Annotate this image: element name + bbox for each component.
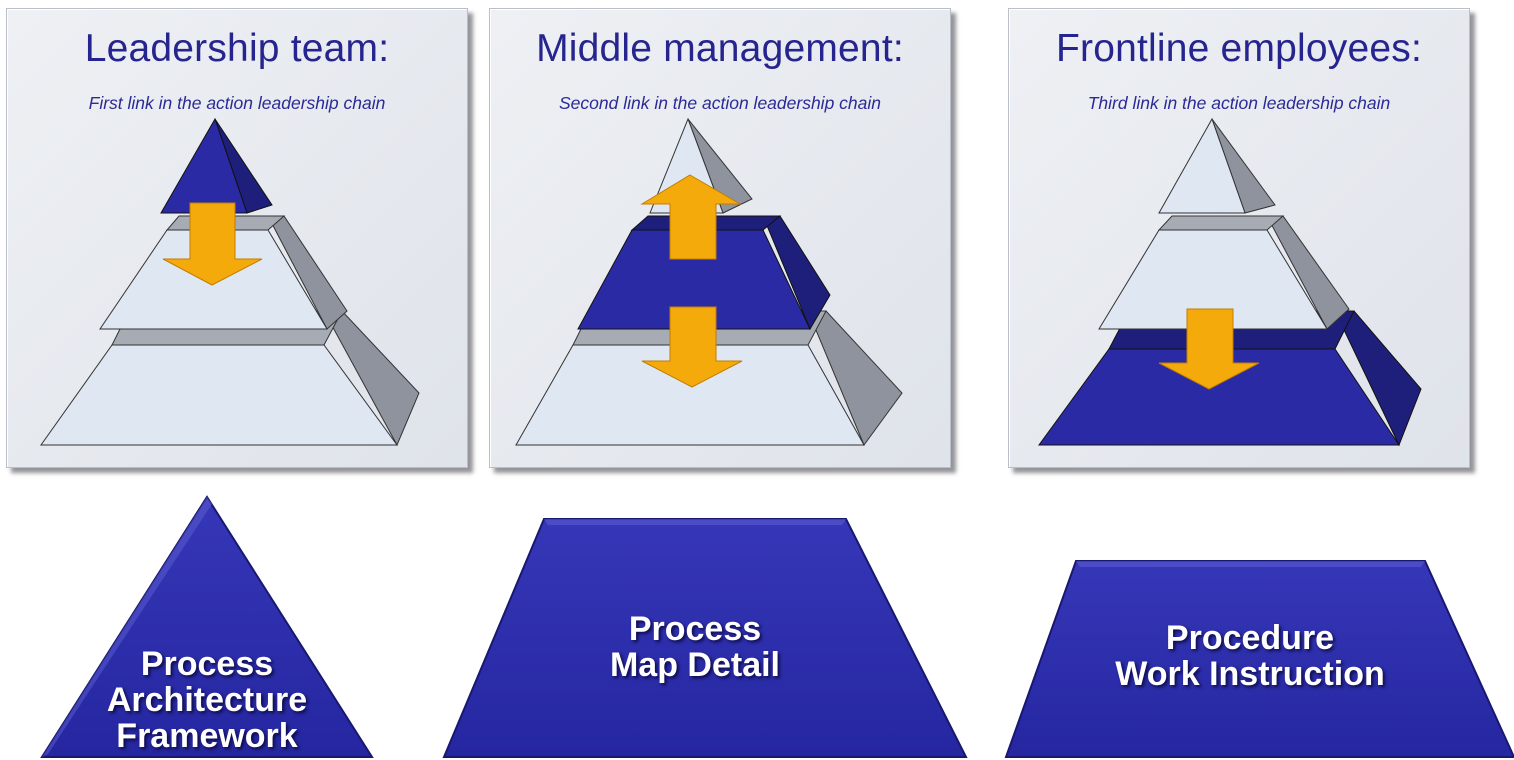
shape-label-line: Framework xyxy=(116,717,298,755)
arrow-up-icon xyxy=(640,174,742,260)
panel-frontline-employees: Frontline employees: Third link in the a… xyxy=(1008,8,1470,468)
pyramid-diagram xyxy=(515,117,903,447)
panel-subtitle: Third link in the action leadership chai… xyxy=(1087,93,1391,113)
pyramid-middle-tier xyxy=(577,229,811,330)
trapezoid-bevel xyxy=(1076,561,1425,567)
pyramid-middle-tier xyxy=(1098,229,1328,330)
shape-label-line: Map Detail xyxy=(609,646,781,684)
panel-title: Middle management: xyxy=(536,27,904,70)
shape-label-process-map: Process Map Detail xyxy=(555,611,835,683)
panel-leadership-team: Leadership team: First link in the actio… xyxy=(6,8,468,468)
shape-label-line: Work Instruction xyxy=(1115,655,1385,693)
pyramid-bottom-tier xyxy=(515,344,865,446)
pyramid-diagram xyxy=(1038,117,1422,447)
panel-middle-management: Middle management: Second link in the ac… xyxy=(489,8,951,468)
shape-label-process-architecture: Process Architecture Framework xyxy=(92,646,322,754)
pyramid-bottom-tier xyxy=(40,344,398,446)
pyramid-bottom-tier xyxy=(1038,348,1400,446)
arrow-down-icon xyxy=(162,202,263,286)
shape-label-procedure: Procedure Work Instruction xyxy=(1080,620,1420,692)
panel-subtitle: First link in the action leadership chai… xyxy=(88,93,386,113)
panel-title: Frontline employees: xyxy=(1055,27,1422,70)
pyramid-top-tier xyxy=(1158,117,1246,214)
arrow-down-icon xyxy=(641,306,743,388)
panel-subtitle: Second link in the action leadership cha… xyxy=(558,93,881,113)
shape-label-line: Procedure xyxy=(1165,619,1335,657)
pyramid-diagram xyxy=(40,117,420,447)
shape-label-line: Process xyxy=(140,645,274,683)
shape-label-line: Process xyxy=(628,610,762,648)
arrow-down-icon xyxy=(1158,308,1260,390)
shape-label-line: Architecture xyxy=(106,681,308,719)
trapezoid-bevel xyxy=(544,519,846,525)
triangle-bevel xyxy=(42,497,212,757)
panel-title: Leadership team: xyxy=(84,27,390,70)
